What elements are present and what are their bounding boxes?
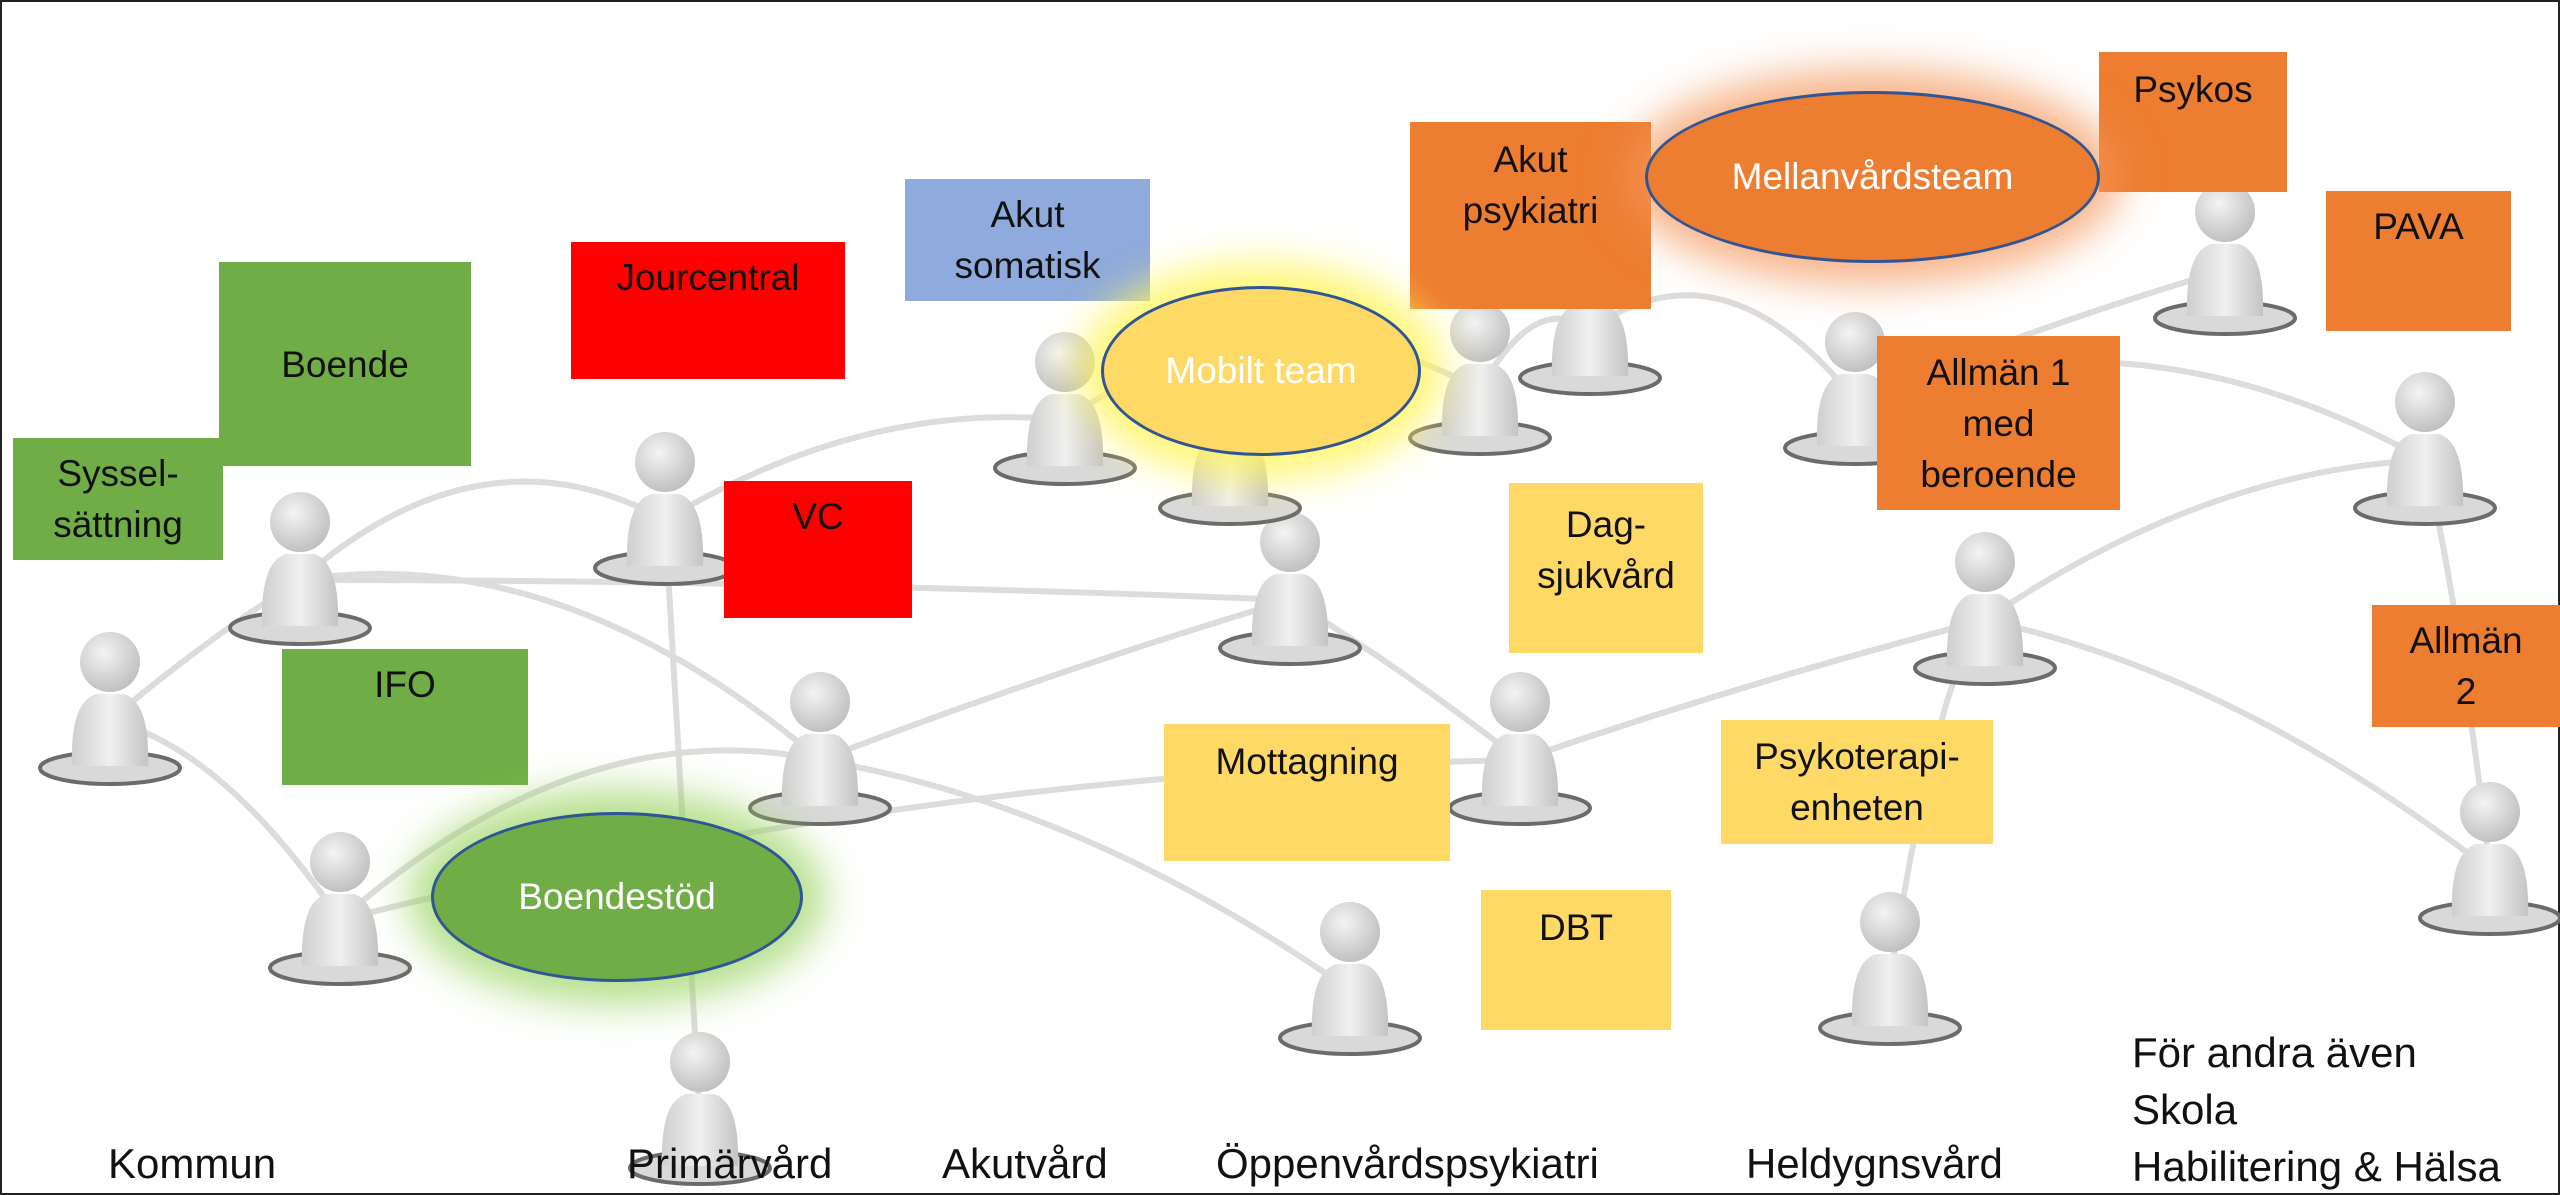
network-link <box>817 597 1293 763</box>
box-allman-1: Allmän 1 med beroende <box>1877 336 2120 510</box>
person-figure-icon <box>1278 902 1422 1056</box>
box-boende: Boende <box>219 262 471 466</box>
note-line-1: För andra även <box>2132 1029 2417 1076</box>
person-figure-icon <box>1818 892 1962 1046</box>
box-vc: VC <box>724 481 912 618</box>
box-pava: PAVA <box>2326 191 2511 331</box>
note-line-3: Habilitering & Hälsa <box>2132 1143 2501 1190</box>
person-figure-icon <box>2153 182 2297 336</box>
network-link <box>662 414 1068 523</box>
category-oppenvardspsykiatri: Öppenvårdspsykiatri <box>1216 1140 1599 1187</box>
category-kommun: Kommun <box>108 1140 277 1187</box>
note-line-2: Skola <box>2132 1086 2238 1133</box>
network-link <box>1587 292 1858 403</box>
network-link <box>297 478 668 583</box>
oval-mellanvardsteam: Mellanvårdsteam <box>1645 91 2100 263</box>
category-heldygnsvard: Heldygnsvård <box>1746 1140 2003 1187</box>
person-figure-icon <box>38 632 182 786</box>
box-akut-psykiatri: Akut psykiatri <box>1410 122 1651 309</box>
box-mottagning: Mottagning <box>1164 724 1450 861</box>
box-sysselsattning: Syssel- sättning <box>13 438 223 560</box>
person-figure-icon <box>1783 312 1927 466</box>
person-figure-icon <box>1218 512 1362 666</box>
oval-boendestod: Boendestöd <box>431 812 803 982</box>
box-allman-2: Allmän 2 <box>2372 605 2560 727</box>
person-figure-icon <box>268 832 412 986</box>
network-link <box>1982 457 2428 623</box>
category-akutvard: Akutvård <box>942 1140 1108 1187</box>
network-link <box>1517 617 1988 763</box>
person-figure-icon <box>593 432 737 586</box>
box-jourcentral: Jourcentral <box>571 242 845 379</box>
oval-mobilt-team: Mobilt team <box>1101 286 1421 456</box>
box-akut-somatisk: Akut somatisk <box>905 179 1150 301</box>
person-figure-icon <box>1448 672 1592 826</box>
person-figure-icon <box>2418 782 2560 936</box>
box-dagsjukvard: Dag- sjukvård <box>1509 483 1703 653</box>
box-psykoterapienheten: Psykoterapi- enheten <box>1721 720 1993 844</box>
person-figure-icon <box>2353 372 2497 526</box>
box-ifo: IFO <box>282 649 528 785</box>
person-figure-icon <box>228 492 372 646</box>
network-link <box>817 757 1353 993</box>
note-other-services: För andra även Skola Habilitering & Häls… <box>2132 1024 2501 1195</box>
network-link <box>1982 617 2493 873</box>
person-figure-icon <box>748 672 892 826</box>
person-figure-icon <box>1408 302 1552 456</box>
person-figure-icon <box>628 1032 772 1186</box>
box-psykos: Psykos <box>2099 52 2287 192</box>
person-figure-icon <box>993 332 1137 486</box>
network-link <box>337 747 823 923</box>
category-primarvard: Primärvård <box>627 1140 833 1187</box>
network-link <box>297 570 823 763</box>
box-dbt: DBT <box>1481 890 1671 1030</box>
person-figure-icon <box>1913 532 2057 686</box>
